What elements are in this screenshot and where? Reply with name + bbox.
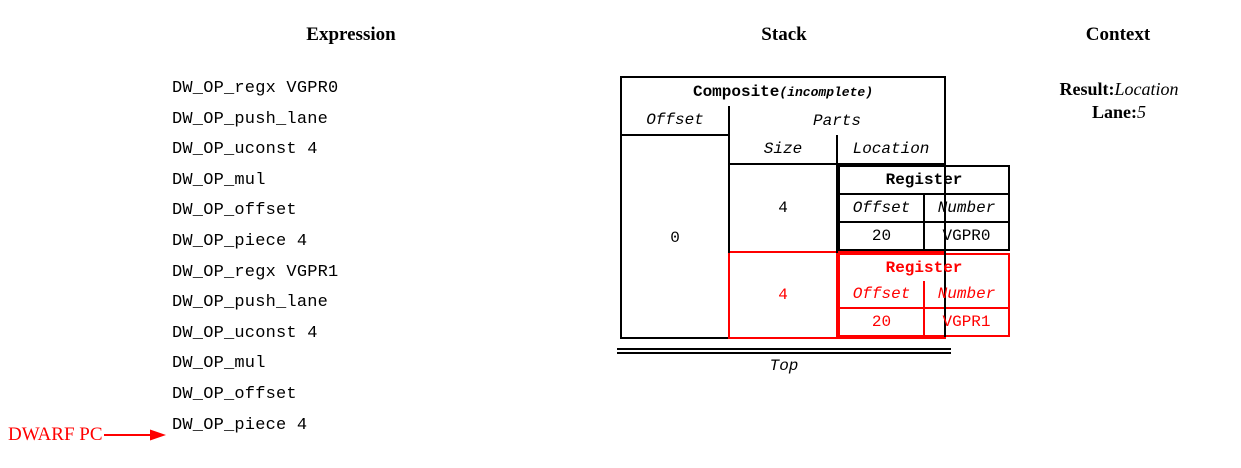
stack-top-rule (617, 348, 951, 354)
register-offset-value: 20 (839, 222, 925, 250)
register-offset-value: 20 (839, 308, 925, 336)
register-offset-header: Offset (839, 194, 925, 223)
column-heading-context: Context (1085, 24, 1151, 45)
table-row-register-values: 20 VGPR0 (839, 222, 1009, 250)
register-number-value: VGPR0 (942, 227, 991, 245)
table-row-offset-value-subheaders: 0 Size Location (620, 135, 946, 338)
expression-op-line: DW_OP_regx VGPR0 (172, 79, 339, 98)
table-row-composite-title: Composite(incomplete) (620, 76, 946, 106)
expression-op-line: DW_OP_offset (172, 201, 297, 221)
context-value: 5 (1137, 102, 1146, 122)
context-row-result: Result:Location (1036, 78, 1202, 101)
stack-table: Composite(incomplete) Offset Parts 0 Siz… (620, 76, 1010, 340)
column-heading-expression: Expression (306, 24, 396, 45)
table-row-bottom-rule (621, 337, 945, 340)
expression-op-line: DW_OP_mul (172, 170, 266, 190)
context-row-lane: Lane:5 (1036, 101, 1202, 124)
arrow-right-icon (103, 429, 166, 441)
expression-op-line: DW_OP_uconst 4 (172, 140, 318, 160)
location-header: Location (837, 135, 946, 165)
context-block: Result:Location Lane:5 (1036, 78, 1202, 124)
stack-entry-composite: Composite(incomplete) Offset Parts 0 Siz… (620, 76, 1010, 340)
register-table: Register Offset Number 20 VGPR1 (838, 253, 1010, 337)
offset-value-cell: 0 (620, 135, 729, 338)
expression-op-line: DW_OP_uconst 4 (172, 323, 318, 343)
register-number-value: VGPR1 (942, 313, 991, 331)
expression-op-line: DW_OP_regx VGPR1 (172, 262, 339, 282)
part-location: Register Offset Number 20 VGPR1 (837, 251, 1010, 339)
part-size: 4 (728, 164, 838, 252)
register-title: Register (885, 259, 963, 277)
table-row-offset-parts-header: Offset Parts (620, 106, 946, 136)
stack-top-label: Top (769, 357, 799, 375)
composite-title-suffix: (incomplete) (779, 85, 874, 100)
offset-header: Offset (620, 106, 730, 136)
expression-op-line: DW_OP_piece 4 (172, 231, 308, 251)
composite-title: Composite (692, 83, 780, 101)
table-row-register-title: Register (839, 166, 1009, 195)
register-title: Register (839, 166, 1009, 195)
expression-op-line: DW_OP_piece 4 (172, 415, 308, 435)
dwarf-pc-label: DWARF PC (8, 424, 103, 445)
register-table: Register Offset Number 20 VGPR0 (838, 165, 1010, 251)
table-row-part: 4 Register Offset Number 20 VGPR1 (621, 251, 1010, 339)
offset-value: 0 (670, 228, 680, 247)
expression-op-line: DW_OP_mul (172, 354, 266, 374)
table-row-register-headers: Offset Number (839, 194, 1009, 223)
register-number-header: Number (924, 194, 1009, 223)
register-offset-header: Offset (839, 281, 925, 309)
table-row-register-headers: Offset Number (839, 281, 1009, 309)
table-row-part: 4 Register Offset Number 20 VGPR0 (621, 164, 1010, 252)
composite-title-cell: Composite(incomplete) (620, 76, 946, 106)
register-number-header: Number (924, 281, 1009, 309)
size-header: Size (728, 135, 838, 165)
dwarf-pc-marker: DWARF PC (8, 424, 168, 446)
stack-bottom-rule (621, 337, 945, 340)
expression-op-line: DW_OP_offset (172, 384, 297, 404)
expression-op-line: DW_OP_push_lane (172, 293, 329, 313)
part-location: Register Offset Number 20 VGPR0 (837, 164, 1010, 252)
expression-op-line: DW_OP_push_lane (172, 109, 329, 129)
table-row-register-title: Register (839, 254, 1009, 281)
expression-op-list: DW_OP_regx VGPR0 DW_OP_push_lane DW_OP_u… (172, 74, 338, 441)
stack-top-marker: Top (617, 348, 951, 375)
part-size: 4 (728, 251, 838, 339)
context-value: Location (1114, 79, 1179, 99)
context-key: Lane: (1092, 102, 1137, 122)
table-row-register-values: 20 VGPR1 (839, 308, 1009, 336)
context-key: Result: (1059, 79, 1115, 99)
column-heading-stack: Stack (761, 24, 807, 45)
parts-header: Parts (729, 106, 946, 135)
